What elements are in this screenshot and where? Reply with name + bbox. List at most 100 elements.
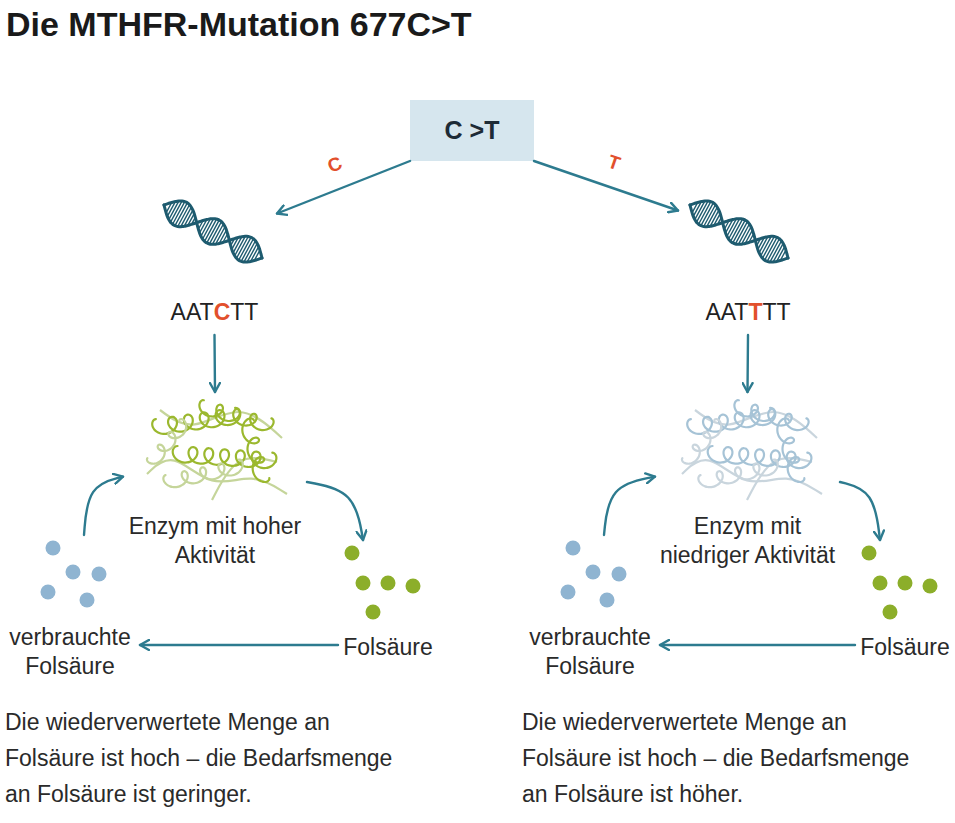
folate-dot — [80, 593, 95, 608]
caption-text: Die wiederverwertete Menge an Folsäure i… — [522, 704, 932, 812]
enzyme-coil — [682, 419, 721, 464]
enzyme-coil — [163, 460, 242, 488]
node-label: Folsäure — [338, 633, 438, 662]
enzyme-coil — [199, 400, 273, 430]
dna-sequence: AATTTT — [678, 185, 818, 335]
sequence-text: AATCTT — [152, 298, 277, 327]
dna-strand — [164, 201, 262, 258]
folate-dot — [356, 576, 371, 591]
caption-text: Die wiederverwertete Menge an Folsäure i… — [5, 704, 415, 812]
enzyme-node: Enzym mit niedriger Aktivität — [655, 392, 840, 572]
sequence-letter: A — [171, 299, 186, 325]
dna-rung — [205, 219, 217, 241]
dna-rung — [765, 237, 777, 260]
dna-sequence: AATCTT — [152, 185, 277, 335]
folate-dot — [566, 541, 581, 556]
node-label: Folsäure — [855, 633, 955, 662]
flow-arrow — [307, 482, 363, 540]
sequence-letter: A — [186, 299, 200, 325]
diagram-title: Die MTHFR-Mutation 677C>T — [6, 4, 472, 44]
enzyme-coil — [698, 460, 777, 488]
flow-arrow — [213, 335, 216, 392]
folate-dot — [381, 576, 396, 591]
dna-rung — [731, 219, 743, 241]
node-label: verbrauchte Folsäure — [0, 623, 140, 681]
dot-group — [855, 540, 955, 624]
enzyme-coil — [147, 419, 186, 464]
sequence-letter: A — [705, 299, 720, 325]
dna-icon — [678, 185, 818, 280]
folate-node: verbrauchte Folsäure — [0, 535, 140, 685]
dna-rung — [237, 237, 249, 259]
enzyme-coil — [734, 400, 808, 430]
flow-arrow — [840, 482, 880, 540]
folate-dot — [883, 605, 898, 620]
folate-dot — [406, 579, 421, 594]
enzyme-coil — [777, 418, 804, 482]
dna-rung — [763, 237, 775, 259]
dna-strand — [690, 205, 788, 262]
dna-icon — [152, 185, 277, 280]
dna-strand — [164, 205, 262, 262]
dna-rung — [701, 203, 713, 226]
node-label: Enzym mit hoher Aktivität — [123, 512, 307, 570]
folate-dot — [345, 546, 360, 561]
dna-rung — [733, 220, 745, 243]
dna-rung — [770, 241, 781, 262]
flow-arrow — [84, 477, 123, 535]
folate-node: Folsäure — [855, 540, 955, 660]
dot-group — [0, 535, 140, 615]
dna-rung — [178, 205, 190, 227]
sequence-letter: C — [214, 299, 231, 325]
folate-node: Folsäure — [338, 540, 438, 660]
folate-dot — [66, 565, 81, 580]
folate-dot — [41, 585, 56, 600]
dna-rung — [735, 222, 747, 244]
allele-label: T — [605, 152, 622, 175]
sequence-letter: T — [748, 299, 762, 325]
flow-arrow — [140, 644, 338, 646]
flow-arrow — [746, 335, 749, 392]
dot-group — [520, 535, 660, 615]
enzyme-illustration — [123, 392, 307, 508]
folate-dot — [586, 565, 601, 580]
dna-rung — [241, 239, 253, 262]
dna-rung — [175, 203, 187, 226]
node-label: Enzym mit niedriger Aktivität — [655, 512, 840, 570]
dot-group — [338, 540, 438, 624]
sequence-letter: T — [200, 299, 214, 325]
folate-dot — [898, 576, 913, 591]
enzyme-coil — [242, 418, 269, 482]
folate-dot — [92, 567, 107, 582]
sequence-text: AATTTT — [678, 298, 818, 327]
sequence-letter: T — [244, 299, 258, 325]
dna-rung — [239, 237, 251, 260]
dna-rung — [697, 201, 708, 222]
sequence-letter: T — [734, 299, 748, 325]
sequence-letter: T — [762, 299, 776, 325]
dna-rung — [209, 222, 221, 244]
folate-node: verbrauchte Folsäure — [520, 535, 660, 685]
dna-rung — [171, 201, 182, 222]
dna-rung — [699, 202, 711, 225]
sequence-letter: T — [777, 299, 791, 325]
sequence-letter: T — [230, 299, 244, 325]
mutation-box: C >T — [410, 100, 534, 161]
sequence-letter: A — [721, 299, 735, 325]
folate-dot — [366, 605, 381, 620]
enzyme-illustration — [655, 392, 840, 508]
dna-rung — [173, 202, 185, 225]
folate-dot — [561, 585, 576, 600]
dna-rung — [244, 241, 255, 262]
folate-dot — [873, 576, 888, 591]
mutation-label: C >T — [410, 100, 534, 161]
dna-rung — [767, 239, 779, 262]
folate-dot — [862, 546, 877, 561]
folate-dot — [600, 593, 615, 608]
enzyme-node: Enzym mit hoher Aktivität — [123, 392, 307, 572]
allele-label: C — [325, 153, 345, 177]
dna-rung — [207, 220, 219, 243]
folate-dot — [612, 567, 627, 582]
node-label: verbrauchte Folsäure — [520, 623, 660, 681]
